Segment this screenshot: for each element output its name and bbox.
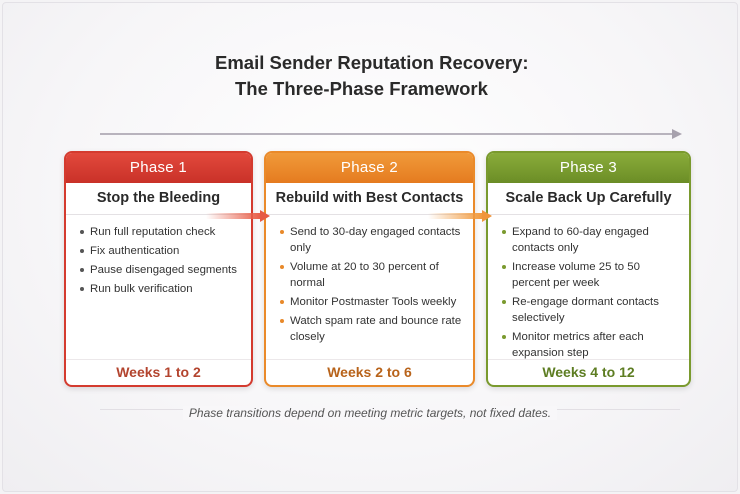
list-item-text: Run bulk verification	[90, 283, 193, 295]
list-item-text: Expand to 60-day engaged contacts only	[512, 226, 649, 254]
list-item-text: Monitor metrics after each expansion ste…	[512, 331, 644, 359]
list-item-text: Monitor Postmaster Tools weekly	[290, 296, 457, 308]
arrow-shaft	[206, 213, 260, 219]
phase-2-duration: Weeks 2 to 6	[266, 359, 473, 385]
phase-2-subtitle: Rebuild with Best Contacts	[266, 183, 473, 215]
list-item-text: Run full reputation check	[90, 226, 216, 238]
timeline-line	[100, 133, 674, 135]
bullet-icon	[502, 335, 506, 339]
phase-3-card: Phase 3 Scale Back Up Carefully Expand t…	[486, 151, 691, 387]
phase-3-header: Phase 3	[488, 153, 689, 183]
list-item: Run bulk verification	[80, 281, 243, 297]
bullet-icon	[502, 230, 506, 234]
phase-2-header: Phase 2	[266, 153, 473, 183]
phase-3-list: Expand to 60-day engaged contacts only I…	[488, 215, 689, 361]
phase-1-card: Phase 1 Stop the Bleeding Run full reput…	[64, 151, 253, 387]
list-item: Expand to 60-day engaged contacts only	[502, 224, 681, 256]
phase-2-to-3-arrow-icon	[428, 210, 492, 222]
bullet-icon	[80, 230, 84, 234]
list-item-text: Watch spam rate and bounce rate closely	[290, 315, 462, 343]
list-item: Monitor Postmaster Tools weekly	[280, 294, 465, 310]
phase-1-duration: Weeks 1 to 2	[66, 359, 251, 385]
list-item-text: Fix authentication	[90, 245, 180, 257]
title-line-1: Email Sender Reputation Recovery:	[215, 52, 529, 73]
list-item: Monitor metrics after each expansion ste…	[502, 329, 681, 361]
footnote-text: Phase transitions depend on meeting metr…	[182, 406, 558, 420]
list-item: Increase volume 25 to 50 percent per wee…	[502, 259, 681, 291]
phase-2-card: Phase 2 Rebuild with Best Contacts Send …	[264, 151, 475, 387]
bullet-icon	[80, 287, 84, 291]
timeline-arrow	[100, 126, 682, 139]
list-item: Volume at 20 to 30 percent of normal	[280, 259, 465, 291]
list-item: Watch spam rate and bounce rate closely	[280, 313, 465, 345]
bullet-icon	[280, 230, 284, 234]
arrow-tip	[260, 210, 270, 222]
list-item-text: Re-engage dormant contacts selectively	[512, 296, 659, 324]
phase-1-header: Phase 1	[66, 153, 251, 183]
bullet-icon	[80, 249, 84, 253]
list-item: Run full reputation check	[80, 224, 243, 240]
phase-3-subtitle: Scale Back Up Carefully	[488, 183, 689, 215]
list-item-text: Pause disengaged segments	[90, 264, 237, 276]
bullet-icon	[280, 300, 284, 304]
list-item: Fix authentication	[80, 243, 243, 259]
arrow-tip	[482, 210, 492, 222]
footnote: Phase transitions depend on meeting metr…	[0, 406, 740, 420]
bullet-icon	[80, 268, 84, 272]
phase-2-list: Send to 30-day engaged contacts only Vol…	[266, 215, 473, 345]
list-item-text: Volume at 20 to 30 percent of normal	[290, 261, 439, 289]
bullet-icon	[502, 265, 506, 269]
phase-1-list: Run full reputation check Fix authentica…	[66, 215, 251, 297]
list-item: Pause disengaged segments	[80, 262, 243, 278]
list-item-text: Send to 30-day engaged contacts only	[290, 226, 461, 254]
phase-1-to-2-arrow-icon	[206, 210, 270, 222]
phase-1-subtitle: Stop the Bleeding	[66, 183, 251, 215]
list-item: Send to 30-day engaged contacts only	[280, 224, 465, 256]
title-line-2: The Three-Phase Framework	[235, 78, 488, 99]
bullet-icon	[502, 300, 506, 304]
arrow-shaft	[428, 213, 482, 219]
bullet-icon	[280, 265, 284, 269]
timeline-arrowhead	[672, 129, 682, 139]
list-item-text: Increase volume 25 to 50 percent per wee…	[512, 261, 640, 289]
bullet-icon	[280, 319, 284, 323]
list-item: Re-engage dormant contacts selectively	[502, 294, 681, 326]
phase-3-duration: Weeks 4 to 12	[488, 359, 689, 385]
